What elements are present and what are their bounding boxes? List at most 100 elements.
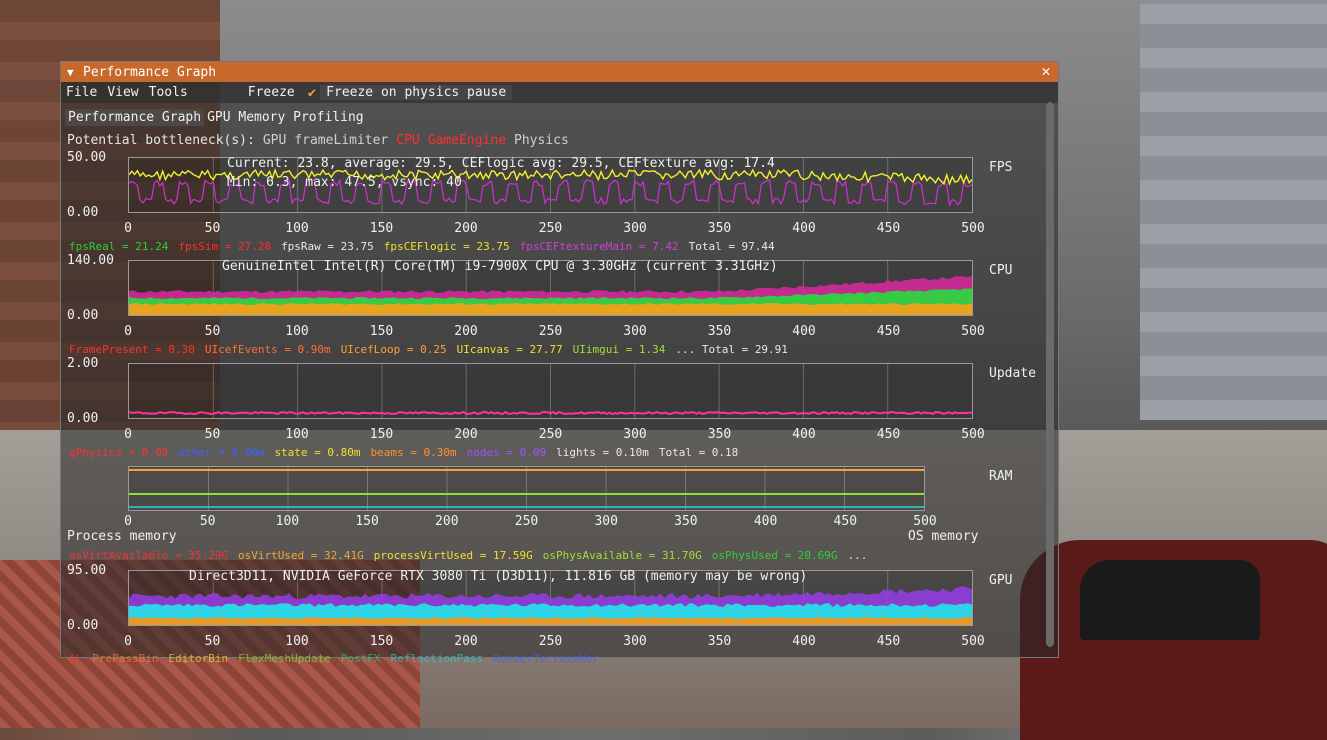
- x-tick-label: 300: [623, 427, 647, 442]
- tab-performance-graph[interactable]: Performance Graph: [65, 109, 205, 126]
- legend-entry: ...: [847, 549, 868, 562]
- x-tick-label: 300: [623, 634, 647, 649]
- x-tick-label: 100: [275, 514, 300, 529]
- update-label: Update: [989, 366, 1036, 381]
- legend-entry: osPhysAvailable = 31.70G: [542, 549, 702, 562]
- cpu-title: GenuineIntel Intel(R) Core(TM) i9-7900X …: [222, 259, 778, 274]
- x-tick-label: 100: [285, 221, 309, 236]
- fps-series-cef-texture: [129, 178, 972, 208]
- cpu-ymax: 140.00: [67, 253, 114, 268]
- scroll-thumb[interactable]: [1046, 102, 1054, 647]
- ram-label: RAM: [989, 469, 1013, 484]
- x-tick-label: 200: [454, 324, 478, 339]
- freeze-button[interactable]: Freeze: [247, 85, 295, 100]
- x-tick-label: 0: [124, 324, 132, 339]
- legend-entry: fpsCEFlogic = 23.75: [383, 240, 510, 253]
- legend-entry: state = 0.80m: [274, 446, 361, 459]
- legend-entry: RenderTerrainWor: [493, 652, 600, 665]
- gpu-band-orange: [129, 617, 972, 625]
- legend-entry: EditorBin: [168, 652, 229, 665]
- x-tick-label: 150: [369, 634, 394, 649]
- legend-entry: osVirtAvailable = 35.29G: [69, 549, 228, 562]
- x-tick-label: 200: [454, 427, 478, 442]
- legend-entry: fpsCEFtextureMain = 7.42: [519, 240, 679, 253]
- menu-tools[interactable]: Tools: [148, 85, 188, 100]
- x-tick-label: 150: [355, 514, 379, 529]
- window-titlebar[interactable]: ▼ Performance Graph ✕: [61, 62, 1058, 82]
- x-tick-label: 350: [707, 324, 732, 339]
- x-tick-label: 50: [204, 427, 221, 442]
- checkmark-icon[interactable]: ✔: [307, 84, 317, 101]
- x-tick-label: 300: [623, 221, 647, 236]
- x-tick-label: 0: [124, 634, 132, 649]
- x-tick-label: 200: [454, 634, 478, 649]
- gpu-title: Direct3D11, NVIDIA GeForce RTX 3080 Ti (…: [189, 569, 808, 584]
- x-tick-label: 250: [538, 634, 563, 649]
- x-tick-label: 450: [833, 514, 858, 529]
- menu-file[interactable]: File: [66, 85, 98, 100]
- close-icon[interactable]: ✕: [1041, 62, 1051, 80]
- x-tick-label: 500: [961, 324, 985, 339]
- ram-process-memory: Process memory: [67, 529, 177, 544]
- x-tick-label: 400: [792, 221, 816, 236]
- x-tick-label: 200: [454, 221, 478, 236]
- ram-os-memory: OS memory: [908, 529, 979, 544]
- legend-entry: nodes = 0.09: [466, 446, 547, 459]
- x-tick-label: 100: [285, 634, 309, 649]
- cpu-ymin: 0.00: [67, 308, 99, 323]
- x-tick-label: 100: [285, 324, 309, 339]
- plot-canvas: [129, 158, 972, 212]
- plot-canvas: [129, 364, 972, 418]
- x-tick-label: 100: [285, 427, 309, 442]
- freeze-physics-toggle[interactable]: Freeze on physics pause: [320, 85, 513, 100]
- legend-entry: Total = 97.44: [688, 240, 775, 253]
- menu-bar: File View Tools Freeze ✔ Freeze on physi…: [61, 82, 1058, 103]
- fps-stats-minmax: Min: 6.3, max: 47.5, vsync: 40: [227, 175, 462, 190]
- legend-entry: Total = 0.18: [658, 446, 739, 459]
- legend-entry: FramePresent = 0.30: [69, 343, 195, 356]
- legend-entry: UIcefEvents = 0.90m: [204, 343, 331, 356]
- legend-entry: UIcanvas = 27.77: [456, 343, 563, 356]
- menu-view[interactable]: View: [107, 85, 139, 100]
- legend-entry: processVirtUsed = 17.59G: [373, 549, 533, 562]
- legend-entry: lights = 0.10m: [556, 446, 649, 459]
- fps-legend: fpsReal = 21.24 fpsSim = 27.28 fpsRaw = 23…: [69, 240, 785, 253]
- plot-canvas: [129, 571, 972, 625]
- x-tick-label: 500: [961, 427, 985, 442]
- collapse-arrow-icon[interactable]: ▼: [67, 65, 74, 79]
- legend-entry: fpsSim = 27.28: [178, 240, 272, 253]
- x-tick-label: 450: [876, 427, 901, 442]
- scrollbar[interactable]: [1046, 102, 1054, 647]
- update-series: [129, 410, 972, 416]
- x-tick-label: 450: [876, 324, 901, 339]
- legend-entry: fpsReal = 21.24: [69, 240, 169, 253]
- plot-canvas: [129, 261, 972, 315]
- fps-stats-current: Current: 23.8, average: 29.5, CEFlogic a…: [227, 156, 775, 171]
- x-tick-label: 400: [753, 514, 778, 529]
- fps-ymax: 50.00: [67, 150, 107, 165]
- x-tick-label: 350: [674, 514, 698, 529]
- tab-gpu-memory-profiling[interactable]: GPU Memory Profiling: [207, 110, 364, 125]
- x-tick-label: 450: [876, 634, 901, 649]
- legend-entry: fpsRaw = 23.75: [281, 240, 374, 253]
- x-tick-label: 250: [538, 324, 563, 339]
- ram-plot: [128, 466, 925, 511]
- fps-label: FPS: [989, 160, 1013, 175]
- bottleneck-row: Potential bottleneck(s): GPU frameLimite…: [67, 133, 569, 148]
- fps-ymin: 0.00: [67, 205, 99, 220]
- gpu-ymax: 95.00: [67, 563, 107, 578]
- legend-entry: other = 0.00m: [178, 446, 265, 459]
- x-tick-label: 150: [369, 427, 394, 442]
- fps-plot: [128, 157, 973, 213]
- x-tick-label: 50: [199, 514, 216, 529]
- legend-entry: ReflectionPass: [390, 652, 484, 665]
- x-tick-label: 400: [792, 324, 816, 339]
- legend-entry: PrePassBin: [92, 652, 159, 665]
- x-tick-label: 400: [792, 427, 816, 442]
- x-tick-label: 150: [369, 324, 394, 339]
- performance-graph-window: ▼ Performance Graph ✕ File View Tools Fr…: [60, 61, 1059, 665]
- background-car-window: [1080, 560, 1260, 640]
